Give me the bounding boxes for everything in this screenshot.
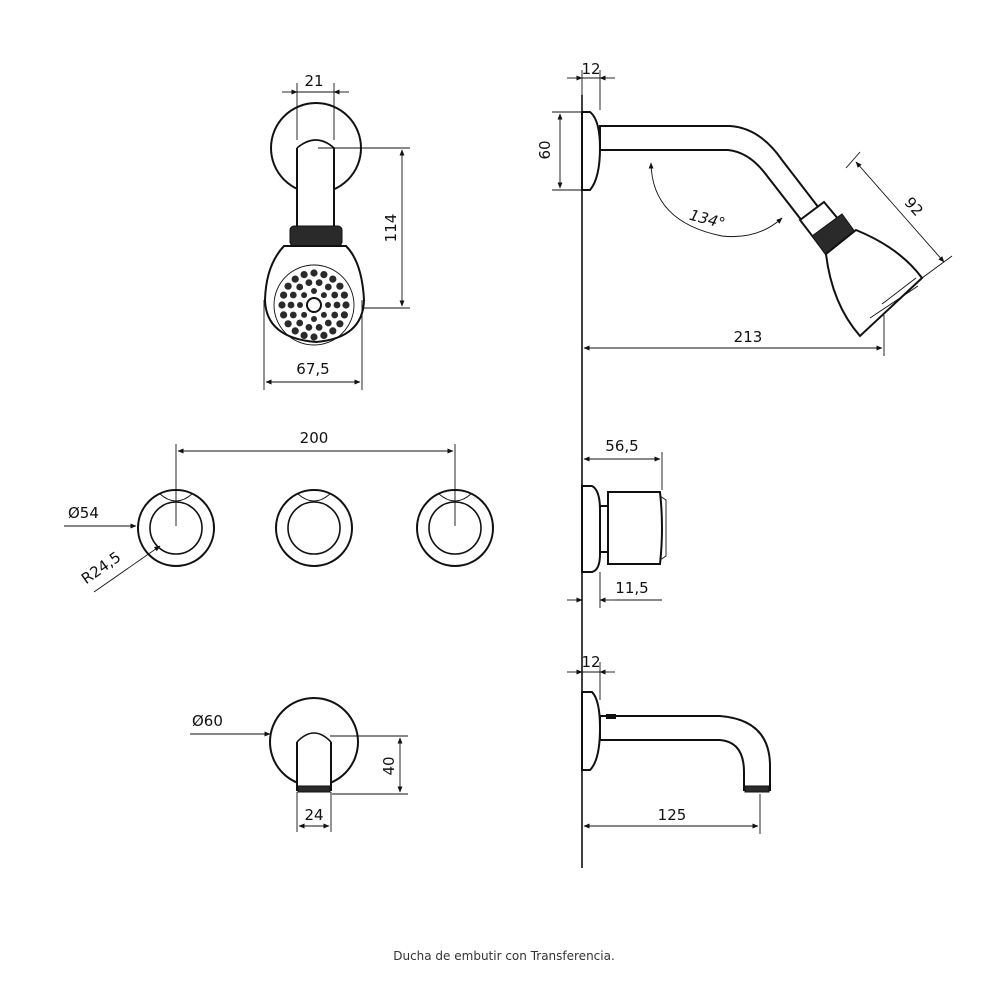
handle-side-view: [581, 485, 667, 573]
nozzle-hole: [301, 292, 308, 299]
spout-front-view: [269, 697, 359, 793]
nozzle-hole: [329, 275, 337, 283]
nozzle-hole: [331, 291, 339, 299]
label-arm-reach: 213: [734, 328, 763, 346]
label-arm-angle: 134°: [688, 206, 728, 233]
nozzle-hole: [280, 291, 288, 299]
nozzle-hole: [320, 331, 328, 339]
nozzle-hole: [336, 320, 344, 328]
nozzle-hole: [340, 311, 348, 319]
nozzle-hole: [311, 316, 317, 322]
label-valve-diameter: Ø54: [68, 504, 99, 522]
nozzle-hole: [324, 283, 332, 291]
nozzle-hole: [333, 301, 341, 309]
nozzle-hole: [315, 324, 323, 331]
nozzle-center-ring: [306, 297, 322, 313]
nozzle-hole: [301, 311, 308, 318]
dim-arm-angle: [648, 162, 783, 238]
nozzle-hole: [340, 291, 348, 299]
nozzle-hole: [300, 331, 308, 339]
dim-arm-reach: [583, 315, 885, 356]
nozzle-hole: [325, 302, 331, 308]
nozzle-pattern: [278, 269, 350, 341]
dim-spout-height: [330, 735, 408, 795]
nozzle-hole: [284, 320, 292, 328]
dim-flange-height: [552, 111, 582, 191]
nozzle-hole: [297, 302, 303, 308]
dim-flange-thickness-bottom: [567, 662, 615, 700]
label-spout-reach: 125: [658, 806, 687, 824]
nozzle-hole: [289, 291, 297, 299]
nozzle-hole: [331, 311, 339, 319]
nozzle-hole: [280, 311, 288, 319]
label-spout-plate-diameter: Ø60: [192, 712, 223, 730]
nozzle-hole: [284, 282, 292, 290]
label-flange-height: 60: [536, 140, 554, 159]
nozzle-hole: [305, 279, 313, 286]
label-head-diameter: 67,5: [296, 360, 329, 378]
dim-spout-reach: [583, 794, 761, 834]
nozzle-hole: [296, 319, 304, 327]
dim-head-diameter: [263, 300, 363, 390]
label-head-neck-width: 21: [304, 72, 323, 90]
shower-head-front-view: [263, 102, 366, 346]
nozzle-hole: [342, 301, 350, 309]
label-flange-thickness-bottom: 12: [581, 653, 600, 671]
nozzle-hole: [315, 279, 323, 286]
nozzle-hole: [324, 319, 332, 327]
nozzle-hole: [320, 292, 327, 299]
caption: Ducha de embutir con Transferencia.: [393, 949, 615, 963]
label-spout-width: 24: [304, 806, 323, 824]
nozzle-hole: [336, 282, 344, 290]
label-spout-height: 40: [380, 756, 398, 775]
nozzle-hole: [300, 271, 308, 279]
label-head-side: 92: [901, 194, 927, 220]
label-handle-depth: 56,5: [605, 437, 638, 455]
label-valve-spacing: 200: [300, 429, 329, 447]
label-handle-offset: 11,5: [615, 579, 648, 597]
dim-head-side: [845, 151, 953, 279]
label-flange-thickness-top: 12: [581, 60, 600, 78]
nozzle-hole: [310, 269, 318, 277]
label-head-drop: 114: [382, 214, 400, 243]
dim-handle-offset: [567, 572, 662, 608]
spout-side-view: [581, 691, 771, 793]
nozzle-hole: [296, 283, 304, 291]
dim-valve-spacing: [175, 444, 456, 526]
dim-handle-depth: [583, 452, 663, 490]
dim-spout-width: [296, 792, 332, 832]
nozzle-hole: [320, 271, 328, 279]
nozzle-hole: [291, 275, 299, 283]
dim-valve-radius: [93, 545, 161, 593]
dim-flange-thickness-top: [567, 70, 615, 110]
shower-arm-side-view: [581, 111, 924, 338]
nozzle-hole: [311, 288, 317, 294]
nozzle-hole: [289, 311, 297, 319]
nozzle-hole: [291, 327, 299, 335]
dim-head-drop: [318, 147, 410, 309]
nozzle-hole: [305, 324, 313, 331]
dim-head-neck-width: [282, 83, 349, 140]
nozzle-hole: [329, 327, 337, 335]
nozzle-hole: [310, 333, 318, 341]
nozzle-hole: [287, 301, 295, 309]
label-valve-radius: R24,5: [78, 548, 124, 588]
valve-center: [275, 489, 353, 567]
nozzle-hole: [278, 301, 286, 309]
nozzle-hole: [320, 311, 327, 318]
